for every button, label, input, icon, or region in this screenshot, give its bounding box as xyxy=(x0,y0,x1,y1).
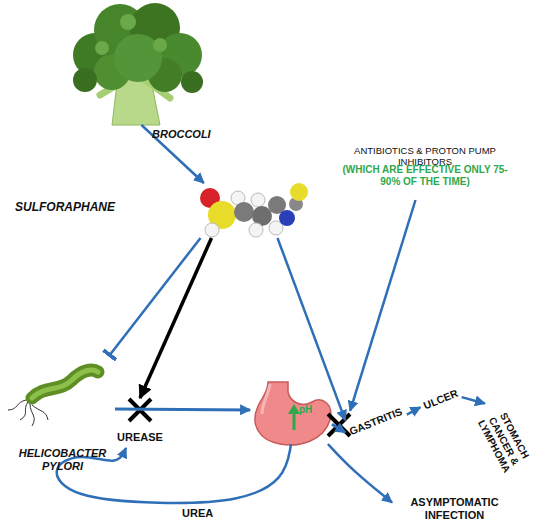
carbon-atom xyxy=(234,202,254,222)
flow-arrow xyxy=(462,397,485,403)
broccoli-floret xyxy=(95,41,109,55)
node-text: SULFORAPHANE xyxy=(15,201,115,215)
flow-arrow xyxy=(115,408,250,412)
stomach-node: pH xyxy=(250,382,332,444)
broccoli-floret xyxy=(181,71,203,93)
molecule-model xyxy=(200,183,308,237)
condition-label: ULCER xyxy=(420,385,461,414)
ph-arrow xyxy=(293,412,296,430)
stomach-illustration xyxy=(255,382,331,445)
flow-arrow xyxy=(278,238,346,420)
condition-label: GASTRITIS xyxy=(345,403,407,440)
node-text: GASTRITIS xyxy=(346,404,406,438)
node-text: pH xyxy=(299,404,312,416)
hydrogen-atom xyxy=(251,193,265,207)
flow-arrow xyxy=(407,407,421,414)
broccoli-illustration xyxy=(73,3,203,125)
flow-arrow xyxy=(140,238,212,398)
node-text: (WHICH ARE EFFECTIVE ONLY 75-90% OF THE … xyxy=(340,164,510,187)
node-text: ASYMPTOMATIC INFECTION xyxy=(392,496,517,521)
node-text: HELICOBACTER PYLORI xyxy=(10,447,115,472)
flagella xyxy=(8,400,48,426)
bacterium-highlight xyxy=(32,370,98,398)
ph-arrow-head xyxy=(288,404,300,414)
bacterium-node: HELICOBACTER PYLORI xyxy=(10,355,115,475)
hydrogen-atom xyxy=(205,223,219,237)
node-text: UREASE xyxy=(105,431,175,444)
flow-arrow xyxy=(350,200,415,411)
molecule-node: SULFORAPHANE xyxy=(195,183,305,238)
illustration-node: BROCCOLI xyxy=(70,0,200,125)
stomach-shape xyxy=(255,382,331,445)
bacterium-illustration xyxy=(8,370,98,426)
outcome-label: ASYMPTOMATIC INFECTION xyxy=(392,494,517,528)
broccoli-floret xyxy=(153,38,167,52)
condition-label: STOMACH CANCER & LYMPHOMA xyxy=(475,392,540,485)
flow-arrow xyxy=(328,444,392,503)
block-cross xyxy=(328,414,350,436)
node-text: BROCCOLI xyxy=(152,128,211,141)
node-text: ULCER xyxy=(421,386,461,411)
treatment-note: ANTIBIOTICS & PROTON PUMP INHIBITORS(WHI… xyxy=(330,140,520,200)
broccoli-floret xyxy=(120,14,136,30)
sulfur-atom xyxy=(290,183,308,201)
node-text: STOMACH CANCER & LYMPHOMA xyxy=(467,392,540,489)
broccoli-floret xyxy=(73,68,97,92)
flow-arrow xyxy=(332,424,345,432)
nitrogen-atom xyxy=(279,210,295,226)
enzyme-node: UREASE xyxy=(105,398,175,448)
bacterium-body xyxy=(32,370,98,398)
hydrogen-atom xyxy=(249,223,263,237)
stomach-highlight xyxy=(262,384,270,414)
edge-label: UREA xyxy=(182,507,213,519)
